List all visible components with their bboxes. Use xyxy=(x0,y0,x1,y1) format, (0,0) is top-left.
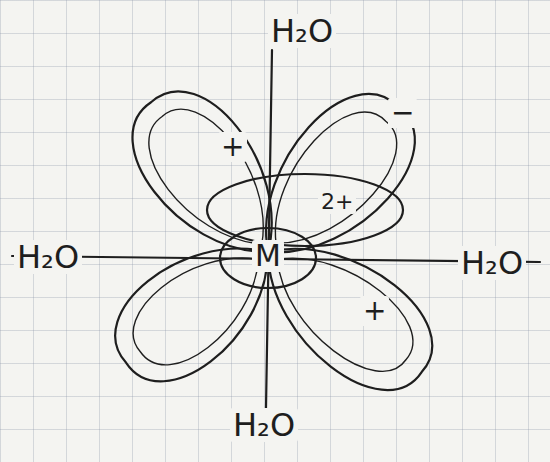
phase-sign: + xyxy=(218,132,247,162)
phase-sign: − xyxy=(388,98,417,128)
metal-symbol: M xyxy=(252,240,284,272)
ligand-label: H₂O xyxy=(458,246,526,280)
orbital-lobe xyxy=(95,212,300,403)
ligand-label: H₂O xyxy=(230,408,298,442)
charge-label: 2+ xyxy=(318,190,356,214)
ligand-label: H₂O xyxy=(268,14,336,48)
ligand-label: H₂O xyxy=(14,240,82,274)
metal-center xyxy=(220,228,316,288)
phase-sign: + xyxy=(360,296,389,326)
